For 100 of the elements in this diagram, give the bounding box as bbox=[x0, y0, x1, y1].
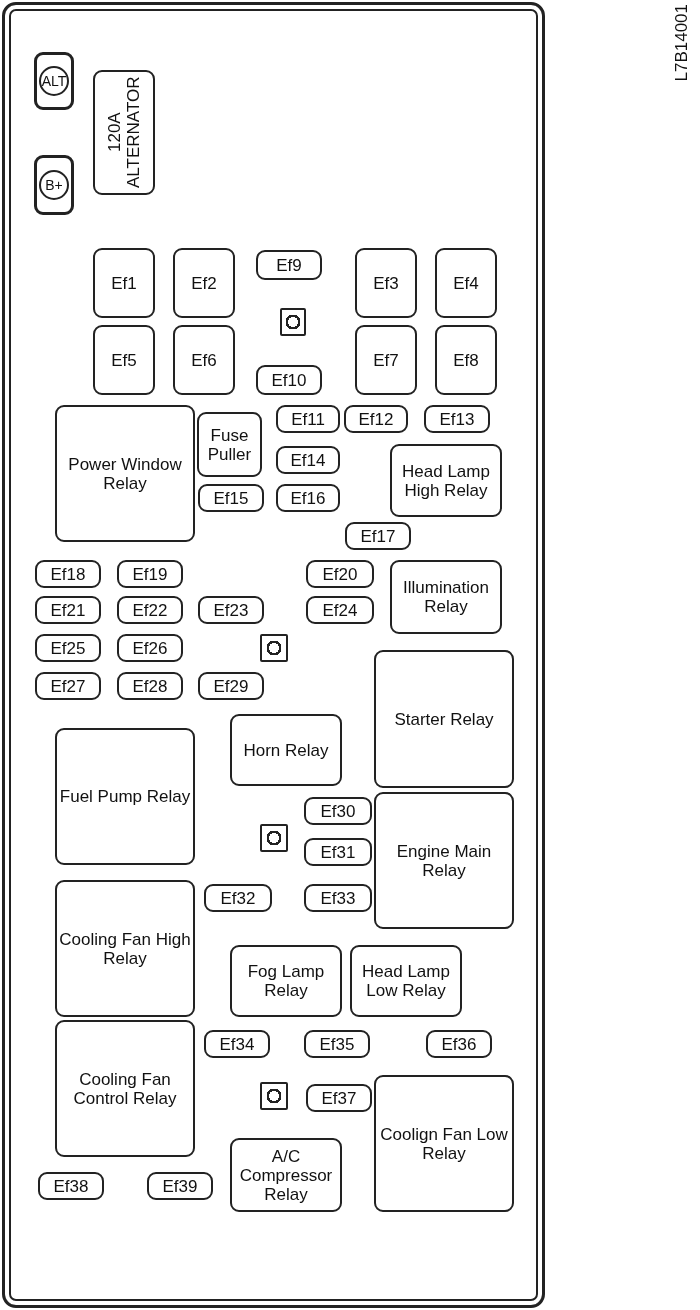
fuse bbox=[304, 797, 372, 825]
fuse bbox=[276, 484, 340, 512]
fuse bbox=[256, 250, 322, 280]
fuse-label: Ef1 bbox=[111, 273, 137, 293]
fuse-label: Ef15 bbox=[213, 488, 249, 508]
relay bbox=[390, 560, 502, 634]
fuse-label: Ef32 bbox=[220, 888, 256, 908]
fuse-label: Ef18 bbox=[50, 564, 86, 584]
relay-label: Head Lamp High Relay bbox=[401, 461, 491, 500]
fuse bbox=[204, 1030, 270, 1058]
terminal-label: ALT bbox=[39, 66, 69, 96]
fuse bbox=[355, 248, 417, 318]
relay-label: A/C Compressor Relay bbox=[238, 1146, 334, 1204]
fuse-label: Ef14 bbox=[290, 450, 326, 470]
terminal-label: B+ bbox=[39, 170, 69, 200]
fuse-label: Ef37 bbox=[321, 1088, 357, 1108]
fuse bbox=[147, 1172, 213, 1200]
fuse-label: Ef34 bbox=[219, 1034, 255, 1054]
mounting-hole bbox=[280, 308, 306, 336]
fuse-label: Ef26 bbox=[132, 638, 168, 658]
fuse-label: Ef20 bbox=[322, 564, 358, 584]
fuse bbox=[93, 248, 155, 318]
relay-label: Engine Main Relay bbox=[395, 841, 493, 880]
fuse-box-housing bbox=[2, 2, 545, 1308]
fuse bbox=[276, 446, 340, 474]
relay bbox=[230, 1138, 342, 1212]
fuse-label: Ef2 bbox=[191, 273, 217, 293]
fuse-label: Ef30 bbox=[320, 801, 356, 821]
fuse bbox=[93, 325, 155, 395]
fuse bbox=[198, 672, 264, 700]
fuse bbox=[35, 634, 101, 662]
fuse bbox=[304, 884, 372, 912]
fuse bbox=[256, 365, 322, 395]
fuse bbox=[117, 596, 183, 624]
fuse bbox=[117, 560, 183, 588]
fuse bbox=[345, 522, 411, 550]
drawing-number: L7B14001 bbox=[672, 4, 692, 82]
fuse-label: Ef24 bbox=[322, 600, 358, 620]
fuse bbox=[173, 325, 235, 395]
mounting-hole bbox=[260, 824, 288, 852]
fuse bbox=[424, 405, 490, 433]
fuse bbox=[276, 405, 340, 433]
fuse-label: Ef27 bbox=[50, 676, 86, 696]
alternator-connector bbox=[93, 70, 155, 195]
fuse-label: Ef39 bbox=[162, 1176, 198, 1196]
fuse-label: Ef3 bbox=[373, 273, 399, 293]
fuse-label: Ef9 bbox=[276, 255, 302, 275]
fuse bbox=[198, 484, 264, 512]
fuse-label: Ef11 bbox=[291, 409, 325, 429]
fuse-puller bbox=[197, 412, 262, 477]
relay-label: Head Lamp Low Relay bbox=[361, 962, 451, 1000]
relay-label: Coolign Fan Low Relay bbox=[379, 1124, 509, 1163]
mounting-hole bbox=[260, 634, 288, 662]
fuse bbox=[355, 325, 417, 395]
relay bbox=[55, 728, 195, 865]
terminal-stud bbox=[34, 155, 74, 215]
fuse-label: Ef28 bbox=[132, 676, 168, 696]
fuse-label: Ef35 bbox=[319, 1034, 355, 1054]
fuse-label: Ef6 bbox=[191, 350, 217, 370]
relay bbox=[55, 405, 195, 542]
fuse-label: Ef29 bbox=[213, 676, 249, 696]
mounting-hole bbox=[260, 1082, 288, 1110]
fuse bbox=[173, 248, 235, 318]
fuse-label: Ef31 bbox=[320, 842, 356, 862]
fuse bbox=[435, 248, 497, 318]
fuse-puller-label: Fuse Puller bbox=[206, 425, 253, 464]
fuse-label: Ef22 bbox=[132, 600, 168, 620]
fuse bbox=[306, 560, 374, 588]
relay-label: Power Window Relay bbox=[67, 454, 183, 493]
fuse bbox=[435, 325, 497, 395]
relay-label: Fog Lamp Relay bbox=[246, 962, 326, 1000]
relay bbox=[374, 650, 514, 788]
relay bbox=[230, 714, 342, 786]
fuse bbox=[204, 884, 272, 912]
relay-label: Horn Relay bbox=[243, 740, 329, 760]
relay bbox=[55, 880, 195, 1017]
fuse bbox=[344, 405, 408, 433]
fuse-label: Ef19 bbox=[132, 564, 168, 584]
terminal-stud bbox=[34, 52, 74, 110]
fuse bbox=[35, 596, 101, 624]
fuse-label: Ef36 bbox=[441, 1034, 477, 1054]
relay-label: Fuel Pump Relay bbox=[59, 787, 191, 806]
fuse-label: Ef23 bbox=[213, 600, 249, 620]
fuse bbox=[198, 596, 264, 624]
relay-label: Starter Relay bbox=[394, 709, 494, 729]
fuse bbox=[35, 560, 101, 588]
fuse-label: Ef38 bbox=[53, 1176, 89, 1196]
relay bbox=[350, 945, 462, 1017]
fuse bbox=[38, 1172, 104, 1200]
fuse-label: Ef8 bbox=[453, 350, 479, 370]
fuse-label: Ef12 bbox=[358, 409, 394, 429]
relay-label: Cooling Fan High Relay bbox=[58, 929, 192, 968]
fuse bbox=[306, 1084, 372, 1112]
relay bbox=[55, 1020, 195, 1157]
fuse-label: Ef17 bbox=[360, 526, 396, 546]
relay-label: Illumination Relay bbox=[402, 578, 490, 616]
relay bbox=[374, 792, 514, 929]
fuse-label: Ef16 bbox=[290, 488, 326, 508]
fuse bbox=[426, 1030, 492, 1058]
fuse-label: Ef33 bbox=[320, 888, 356, 908]
